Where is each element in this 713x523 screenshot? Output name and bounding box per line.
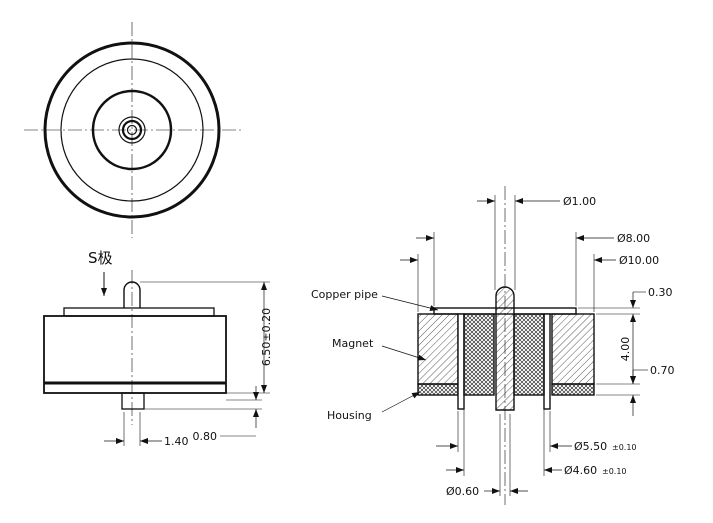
dia-060-dimension: Ø0.60: [446, 485, 479, 498]
height-dimension: 6.50±0.20: [260, 308, 273, 366]
bottom-plate-left: [417, 383, 459, 396]
housing-label: Housing: [327, 409, 372, 422]
body-shell: [43, 315, 227, 394]
magnet-label: Magnet: [332, 337, 374, 350]
dia-550-tol: ±0.10: [612, 443, 637, 452]
mag-h-dimension: 4.00: [619, 337, 632, 362]
dia-100-dimension: Ø1.00: [563, 195, 596, 208]
housing-wall-left: [457, 313, 465, 410]
dia-460-dimension: Ø4.60: [564, 464, 597, 477]
dia-460-tol: ±0.10: [602, 467, 627, 476]
magnet-right: [551, 313, 595, 385]
base-thk-dimension: 0.80: [193, 430, 218, 443]
copper-pipe-label: Copper pipe: [311, 288, 378, 301]
dia-800-dimension: Ø8.00: [617, 232, 650, 245]
core-left: [463, 313, 495, 396]
dia-1000-dimension: Ø10.00: [619, 254, 659, 267]
bot-thk-dimension: 0.70: [650, 364, 675, 377]
core-right: [513, 313, 545, 396]
magnet-left: [417, 313, 459, 385]
dia-550-dimension: Ø5.50: [574, 440, 607, 453]
pin-dia-dimension: 1.40: [164, 435, 189, 448]
top-view: [24, 22, 242, 238]
bottom-stub: [121, 392, 145, 410]
bottom-plate-right: [551, 383, 595, 396]
pole-label: S极: [88, 249, 113, 267]
top-thk-dimension: 0.30: [648, 286, 673, 299]
section-view: [381, 186, 648, 505]
housing-wall-right: [543, 313, 551, 410]
side-view: [43, 270, 270, 446]
top-cap: [63, 307, 215, 317]
